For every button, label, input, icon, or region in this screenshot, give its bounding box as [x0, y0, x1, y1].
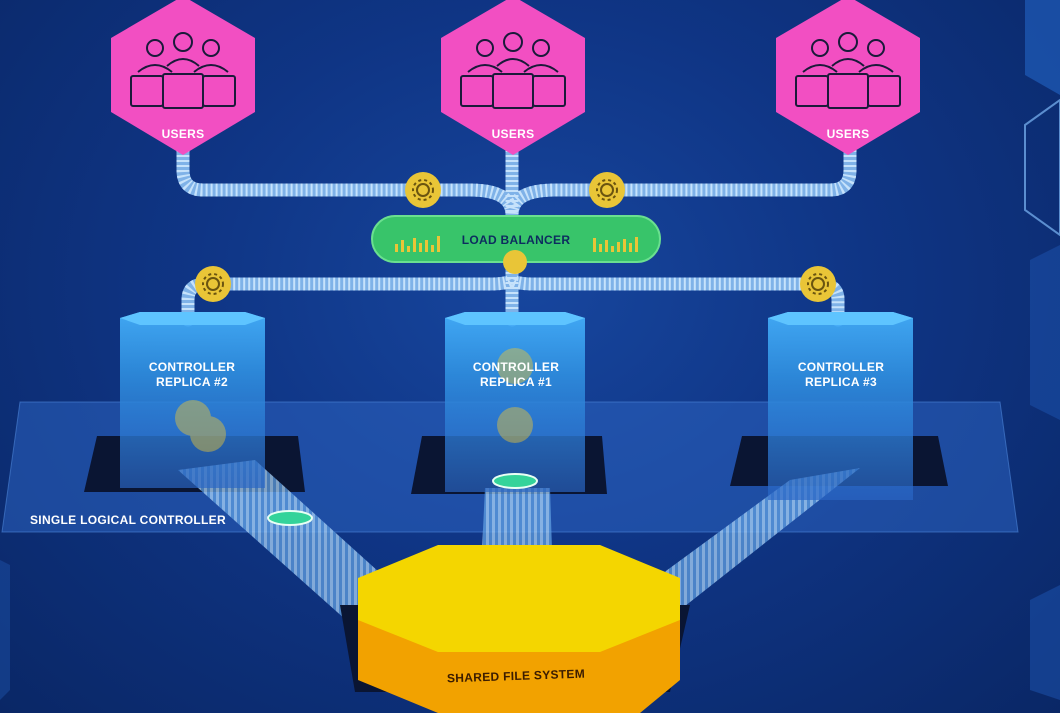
side-panels-right: [1024, 0, 1060, 700]
controller-replica-1-label: CONTROLLER REPLICA #1: [451, 360, 581, 390]
controller-replica-2: [120, 312, 265, 488]
controller-replica-3-label: CONTROLLER REPLICA #3: [776, 360, 906, 390]
controller-replica-1: [445, 312, 585, 492]
shared-file-system: [340, 545, 690, 713]
controller-label-line: CONTROLLER: [472, 360, 560, 374]
storage-beams: [178, 460, 860, 628]
users-group-icon: [130, 32, 901, 109]
load-balancer-label: LOAD BALANCER: [461, 233, 571, 247]
user-pipes-stripes: [176, 150, 857, 216]
side-panel-left: [0, 560, 10, 700]
users-label-center: USERS: [491, 127, 535, 141]
controller-replica-3: [768, 312, 913, 500]
users-label-right: USERS: [826, 127, 870, 141]
controller-label-line: REPLICA #2: [156, 375, 228, 389]
signal-bars-icon: [395, 236, 638, 252]
controller-label-line: CONTROLLER: [148, 360, 236, 374]
controller-pipes-stripes: [181, 262, 845, 320]
controller-replica-2-label: CONTROLLER REPLICA #2: [127, 360, 257, 390]
data-marker: [267, 473, 538, 526]
gear-token-icon: [195, 172, 836, 302]
gear-token-icon: [175, 348, 533, 452]
controller-label-line: REPLICA #3: [805, 375, 877, 389]
single-logical-controller-label: SINGLE LOGICAL CONTROLLER: [30, 513, 226, 527]
users-label-left: USERS: [161, 127, 205, 141]
load-balancer: [371, 215, 661, 274]
controller-label-line: CONTROLLER: [797, 360, 885, 374]
controller-label-line: REPLICA #1: [480, 375, 552, 389]
